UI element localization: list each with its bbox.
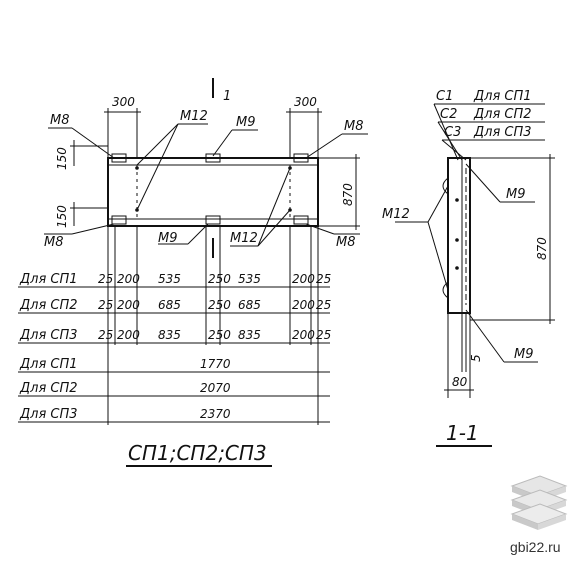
total-value-sp2: 2070 — [200, 381, 231, 395]
tag-m12-bottom: М12 — [230, 167, 291, 247]
tag-m9-bottom: М9 — [158, 223, 209, 246]
svg-text:535: 535 — [158, 272, 181, 286]
svg-text:М12: М12 — [382, 207, 410, 222]
section-mark-top: 1 — [212, 78, 231, 104]
section-width-dim: 80 — [452, 375, 468, 389]
section-tag-m12: М12 — [382, 185, 449, 291]
svg-text:835: 835 — [238, 328, 261, 342]
svg-text:200: 200 — [117, 298, 140, 312]
svg-text:685: 685 — [158, 298, 181, 312]
section-small-dim: 5 — [469, 354, 483, 362]
svg-text:М12: М12 — [180, 109, 208, 124]
tag-m9-top: М9 — [212, 115, 258, 157]
panel-outline — [107, 157, 319, 227]
total-label-sp3: Для СП3 — [19, 407, 78, 422]
tag-m8-top-right: М8 — [305, 119, 368, 159]
svg-text:835: 835 — [158, 328, 181, 342]
dim-top-right: 300 — [294, 95, 317, 109]
row-label-sp1: Для СП1 — [19, 272, 78, 287]
legend-text-c1: Для СП1 — [473, 89, 532, 104]
watermark-text: gbi22.ru — [510, 539, 561, 555]
section-view: С1 Для СП1 С2 Для СП2 С3 Для СП3 870 М9 — [382, 89, 555, 447]
svg-text:25: 25 — [98, 298, 113, 312]
row-label-sp2: Для СП2 — [19, 298, 78, 313]
drawing-title: СП1;СП2;СП3 — [128, 441, 267, 465]
svg-text:М8: М8 — [44, 235, 64, 250]
row-label-sp3: Для СП3 — [19, 328, 78, 343]
tag-m8-bottom-left: М8 — [44, 223, 115, 250]
legend-code-c1: С1 — [436, 89, 453, 104]
svg-text:535: 535 — [238, 272, 261, 286]
legend-text-c3: Для СП3 — [473, 125, 532, 140]
svg-text:250: 250 — [208, 298, 231, 312]
section-mark-label-top: 1 — [223, 89, 231, 104]
svg-text:200: 200 — [292, 298, 315, 312]
svg-text:685: 685 — [238, 298, 261, 312]
total-label-sp1: Для СП1 — [19, 357, 78, 372]
svg-text:М9: М9 — [158, 231, 178, 246]
elevation-view: 1 300 300 — [44, 78, 368, 258]
dim-height: 870 — [341, 183, 355, 206]
dim-side-bottom: 150 — [55, 205, 69, 228]
svg-text:250: 250 — [208, 272, 231, 286]
svg-text:200: 200 — [117, 272, 140, 286]
section-outline — [447, 157, 471, 314]
total-value-sp3: 2370 — [200, 407, 231, 421]
svg-text:25: 25 — [316, 328, 331, 342]
svg-text:200: 200 — [117, 328, 140, 342]
svg-text:200: 200 — [292, 272, 315, 286]
total-value-sp1: 1770 — [200, 357, 231, 371]
svg-text:25: 25 — [98, 272, 113, 286]
section-tag-m9-bottom: М9 — [465, 309, 538, 363]
svg-text:М9: М9 — [506, 187, 526, 202]
svg-text:25: 25 — [316, 298, 331, 312]
dim-side-top: 150 — [55, 147, 69, 170]
svg-text:М9: М9 — [236, 115, 256, 130]
dim-top-left: 300 — [112, 95, 135, 109]
svg-text:М8: М8 — [336, 235, 356, 250]
svg-text:М9: М9 — [514, 347, 534, 362]
legend-text-c2: Для СП2 — [473, 107, 532, 122]
svg-text:250: 250 — [208, 328, 231, 342]
svg-text:25: 25 — [316, 272, 331, 286]
svg-text:М8: М8 — [50, 113, 70, 128]
stacked-slabs-icon — [510, 475, 568, 530]
section-height-dim: 870 — [535, 237, 549, 260]
legend-code-c2: С2 — [440, 107, 457, 122]
svg-text:М8: М8 — [344, 119, 364, 134]
tag-m8-top-left: М8 — [48, 113, 115, 159]
dimension-table: Для СП1 25 200 535 250 535 200 25 Для СП… — [18, 226, 331, 425]
svg-text:М12: М12 — [230, 231, 258, 246]
svg-text:200: 200 — [292, 328, 315, 342]
total-label-sp2: Для СП2 — [19, 381, 78, 396]
svg-text:25: 25 — [98, 328, 113, 342]
tag-m12-top: М12 — [136, 109, 208, 211]
section-tag-m9-top: М9 — [465, 163, 535, 203]
tag-m8-bottom-right: М8 — [305, 223, 360, 250]
watermark: gbi22.ru — [510, 475, 568, 555]
section-title: 1-1 — [446, 421, 479, 445]
